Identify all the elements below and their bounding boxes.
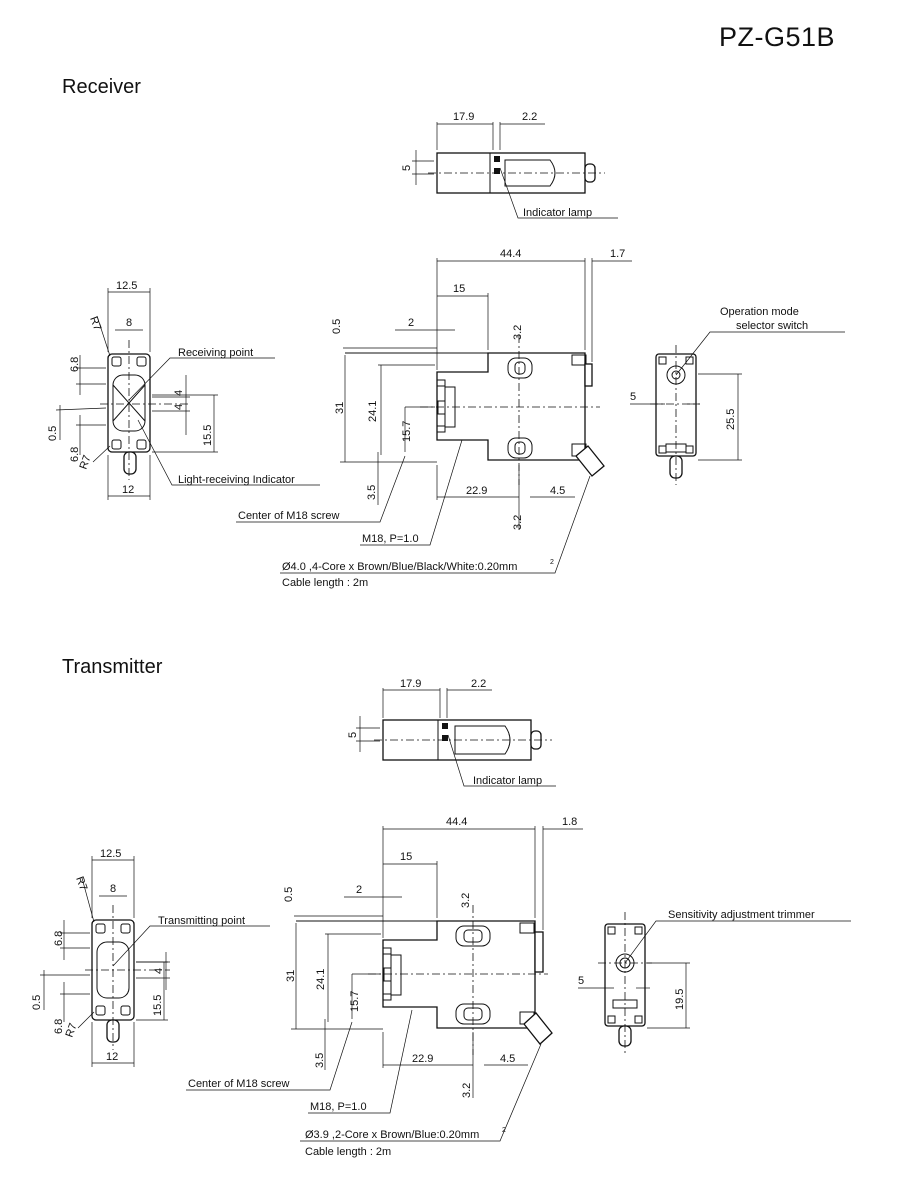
rx-side-dim-4-5: 4.5 <box>550 485 565 497</box>
rx-cable-label: Ø4.0 ,4-Core x Brown/Blue/Black/White:0.… <box>282 561 517 573</box>
receiver-side-view: 44.4 1.7 15 2 0.5 3.2 31 24.1 15.7 3.5 <box>236 248 632 574</box>
rx-side-dim-22-9: 22.9 <box>466 485 487 497</box>
rx-rear-dim-5: 5 <box>630 391 636 403</box>
tx-front-r7-top: R7 <box>73 875 89 892</box>
tx-side-dim-0-5: 0.5 <box>283 887 295 902</box>
rx-front-dim-0-5: 0.5 <box>47 426 59 441</box>
rx-front-dim-12-5: 12.5 <box>116 280 137 292</box>
tx-front-dim-12: 12 <box>106 1051 118 1063</box>
receiver-front-view: 12.5 8 R7 R7 6.8 6.8 0.5 4 4 15.5 <box>47 280 320 500</box>
tx-front-r7-bottom: R7 <box>64 1022 80 1039</box>
transmitter-rear-view: 5 19.5 Sensitivity adjustment trimmer <box>578 909 851 1055</box>
transmitter-title: Transmitter <box>62 656 163 678</box>
tx-cable-label: Ø3.9 ,2-Core x Brown/Blue:0.20mm <box>305 1129 479 1141</box>
tx-front-dim-0-5: 0.5 <box>31 995 43 1010</box>
rx-front-r7-top: R7 <box>87 315 103 332</box>
tx-transmitting-point-label: Transmitting point <box>158 915 245 927</box>
tx-front-dim-4: 4 <box>153 968 165 974</box>
rx-m18-thread-label: M18, P=1.0 <box>362 533 419 545</box>
transmitter-top-view: 17.9 2.2 5 Indicator lamp <box>347 678 556 787</box>
rx-light-indicator-label: Light-receiving Indicator <box>178 474 295 486</box>
tx-indicator-lamp-label: Indicator lamp <box>473 775 542 787</box>
rx-side-dim-15-7: 15.7 <box>401 421 413 442</box>
tx-front-dim-8: 8 <box>110 883 116 895</box>
rx-receiving-point-label: Receiving point <box>178 347 253 359</box>
rx-m18-center-label: Center of M18 screw <box>238 510 340 522</box>
rx-front-dim-4-a: 4 <box>173 390 185 396</box>
tx-side-dim-24-1: 24.1 <box>315 969 327 990</box>
rx-indicator-lamp-label: Indicator lamp <box>523 207 592 219</box>
tx-side-dim-3-2-bottom: 3.2 <box>461 1083 473 1098</box>
rx-front-dim-8: 8 <box>126 317 132 329</box>
rx-top-dim-2-2: 2.2 <box>522 111 537 123</box>
rx-side-dim-3-5: 3.5 <box>366 485 378 500</box>
rx-front-dim-15-5: 15.5 <box>202 425 214 446</box>
tx-m18-center-label: Center of M18 screw <box>188 1078 290 1090</box>
tx-side-dim-4-5: 4.5 <box>500 1053 515 1065</box>
rx-side-dim-24-1: 24.1 <box>367 401 379 422</box>
rx-side-dim-3-2-bottom: 3.2 <box>512 515 524 530</box>
tx-rear-dim-5: 5 <box>578 975 584 987</box>
tx-side-dim-22-9: 22.9 <box>412 1053 433 1065</box>
rx-front-dim-12: 12 <box>122 484 134 496</box>
rx-side-dim-1-7: 1.7 <box>610 248 625 260</box>
rx-side-dim-15: 15 <box>453 283 465 295</box>
tx-side-dim-31: 31 <box>285 970 297 982</box>
rx-side-dim-0-5: 0.5 <box>331 319 343 334</box>
rx-side-dim-3-2-top: 3.2 <box>512 325 524 340</box>
rx-rear-dim-25-5: 25.5 <box>725 409 737 430</box>
rx-front-dim-4-b: 4 <box>173 404 185 410</box>
receiver-title: Receiver <box>62 76 141 98</box>
tx-side-dim-15-7: 15.7 <box>349 991 361 1012</box>
tx-top-dim-17-9: 17.9 <box>400 678 421 690</box>
rx-top-dim-17-9: 17.9 <box>453 111 474 123</box>
tx-side-dim-3-5: 3.5 <box>314 1053 326 1068</box>
rx-front-dim-6-8-top: 6.8 <box>69 357 81 372</box>
tx-cable-superscript: 2 <box>502 1127 506 1134</box>
rx-cable-superscript: 2 <box>550 559 554 566</box>
tx-front-dim-6-8-bottom: 6.8 <box>53 1019 65 1034</box>
tx-side-dim-3-2-top: 3.2 <box>460 893 472 908</box>
transmitter-front-view: 12.5 8 R7 R7 6.8 6.8 0.5 4 15.5 <box>31 848 270 1067</box>
tx-top-dim-5: 5 <box>347 732 359 738</box>
receiver-rear-view: 5 25.5 Operation mode selector switch <box>630 306 845 485</box>
tx-trimmer-label: Sensitivity adjustment trimmer <box>668 909 815 921</box>
receiver-top-view: 17.9 2.2 5 Indicator lamp <box>401 111 618 219</box>
tx-front-dim-15-5: 15.5 <box>152 995 164 1016</box>
rx-side-dim-31: 31 <box>334 402 346 414</box>
tx-side-dim-44-4: 44.4 <box>446 816 467 828</box>
tx-front-dim-6-8-top: 6.8 <box>53 931 65 946</box>
tx-side-dim-15: 15 <box>400 851 412 863</box>
rx-front-dim-6-8-bottom: 6.8 <box>69 447 81 462</box>
model-number: PZ-G51B <box>718 22 835 52</box>
transmitter-side-view: 44.4 1.8 15 2 0.5 3.2 31 24.1 15.7 3.5 <box>186 816 583 1142</box>
tx-top-dim-2-2: 2.2 <box>471 678 486 690</box>
tx-side-dim-2: 2 <box>356 884 362 896</box>
rx-front-r7-bottom: R7 <box>78 454 94 471</box>
rx-cable-length-label: Cable length : 2m <box>282 577 368 589</box>
tx-m18-thread-label: M18, P=1.0 <box>310 1101 367 1113</box>
rx-mode-switch-label-2: selector switch <box>736 320 808 332</box>
tx-side-dim-1-8: 1.8 <box>562 816 577 828</box>
rx-side-dim-44-4: 44.4 <box>500 248 521 260</box>
tx-cable-length-label: Cable length : 2m <box>305 1146 391 1158</box>
tx-rear-dim-19-5: 19.5 <box>674 989 686 1010</box>
tx-front-dim-12-5: 12.5 <box>100 848 121 860</box>
rx-top-dim-5: 5 <box>401 165 413 171</box>
rx-mode-switch-label-1: Operation mode <box>720 306 799 318</box>
rx-side-dim-2: 2 <box>408 317 414 329</box>
